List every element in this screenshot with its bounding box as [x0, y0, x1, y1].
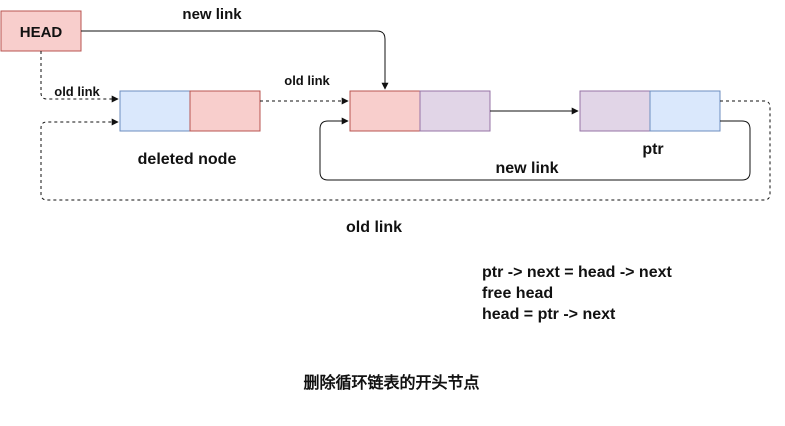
- code-block: ptr -> next = head -> next free head hea…: [482, 262, 672, 325]
- deleted-node-next-cell: [189, 90, 261, 132]
- head-box: [0, 10, 82, 52]
- deleted-node-label: deleted node: [138, 151, 237, 168]
- deleted-node-data-cell: [119, 90, 191, 132]
- code-line: ptr -> next = head -> next: [482, 264, 672, 281]
- old-link-left-label: old link: [54, 84, 100, 99]
- node2-data-cell: [349, 90, 421, 132]
- old-link-head-arrow: [40, 51, 119, 103]
- new-link-top-label: new link: [182, 6, 242, 23]
- new-link-loop-arrow: [319, 117, 751, 181]
- ptr-label: ptr: [642, 141, 663, 158]
- ptr-node-next-cell: [649, 90, 721, 132]
- caption-text: 删除循环链表的开头节点: [303, 373, 480, 392]
- code-line: head = ptr -> next: [482, 306, 616, 323]
- old-link-middle-label: old link: [284, 73, 330, 88]
- old-link-bottom-label: old link: [346, 219, 402, 236]
- new-link-head-arrow: [81, 30, 389, 90]
- head-label: HEAD: [20, 24, 63, 41]
- new-link-loop-label: new link: [495, 160, 558, 177]
- node2-next-cell: [419, 90, 491, 132]
- caption: 删除循环链表的开头节点: [0, 369, 785, 393]
- ptr-node-data-cell: [579, 90, 651, 132]
- code-line: free head: [482, 285, 554, 302]
- old-link-loop-arrow: [40, 100, 771, 201]
